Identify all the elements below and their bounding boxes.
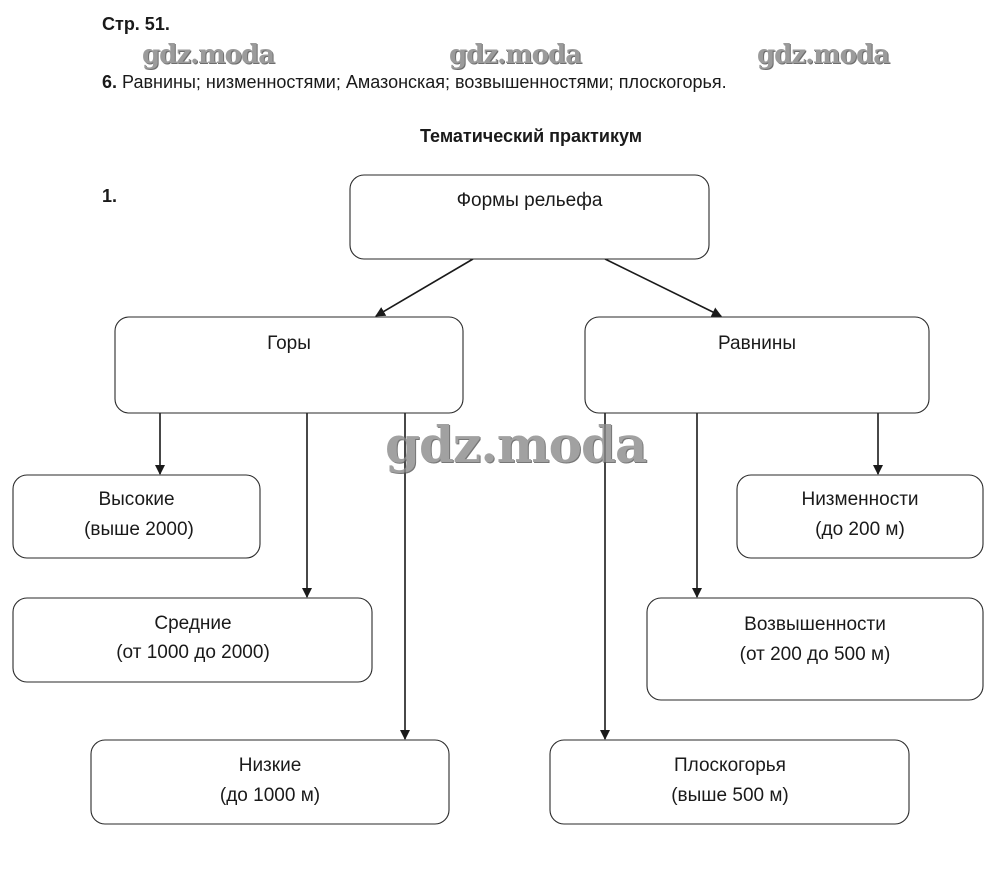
watermark-logo: gdz.moda [449, 40, 582, 70]
section-title: Тематический практикум [419, 126, 643, 146]
answer-number: 6. [102, 72, 118, 92]
node-title: Средние [154, 613, 231, 634]
node-mountains: Горы [114, 316, 464, 414]
task-number: 1. [102, 186, 118, 206]
node-lowlands: Низменности (до 200 м) [736, 474, 984, 559]
node-title: Плоскогорья [674, 755, 786, 776]
node-title: Низменности [801, 489, 918, 510]
node-title: Высокие [98, 489, 174, 510]
node-plateaus: Плоскогорья (выше 500 м) [549, 739, 910, 825]
node-detail: (до 1000 м) [220, 785, 320, 806]
edge-root-to-mountains [375, 258, 474, 317]
answer-text: Равнины; низменностями; Амазонская; возв… [122, 72, 727, 92]
node-detail: (от 200 до 500 м) [740, 644, 891, 665]
node-plains-label: Равнины [718, 333, 796, 354]
node-high-mountains: Высокие (выше 2000) [12, 474, 261, 559]
page-reference: Стр. 51. [102, 14, 170, 34]
node-title: Возвышенности [744, 614, 886, 635]
node-detail: (до 200 м) [815, 519, 905, 540]
node-uplands: Возвышенности (от 200 до 500 м) [646, 597, 984, 701]
watermark-logo: gdz.moda [142, 40, 275, 70]
answer-line: 6. Равнины; низменностями; Амазонская; в… [102, 72, 727, 93]
node-medium-mountains: Средние (от 1000 до 2000) [12, 597, 373, 683]
node-title: Низкие [239, 755, 302, 776]
edge-root-to-plains [604, 258, 722, 317]
node-detail: (выше 2000) [84, 519, 194, 540]
node-detail: (от 1000 до 2000) [116, 642, 270, 663]
node-root: Формы рельефа [349, 174, 710, 260]
node-mountains-label: Горы [267, 333, 311, 354]
watermark-logo-large: gdz.moda [385, 415, 647, 474]
node-detail: (выше 500 м) [671, 785, 789, 806]
watermark-logo: gdz.moda [757, 40, 890, 70]
node-plains: Равнины [584, 316, 930, 414]
node-low-mountains: Низкие (до 1000 м) [90, 739, 450, 825]
node-root-label: Формы рельефа [457, 190, 603, 211]
